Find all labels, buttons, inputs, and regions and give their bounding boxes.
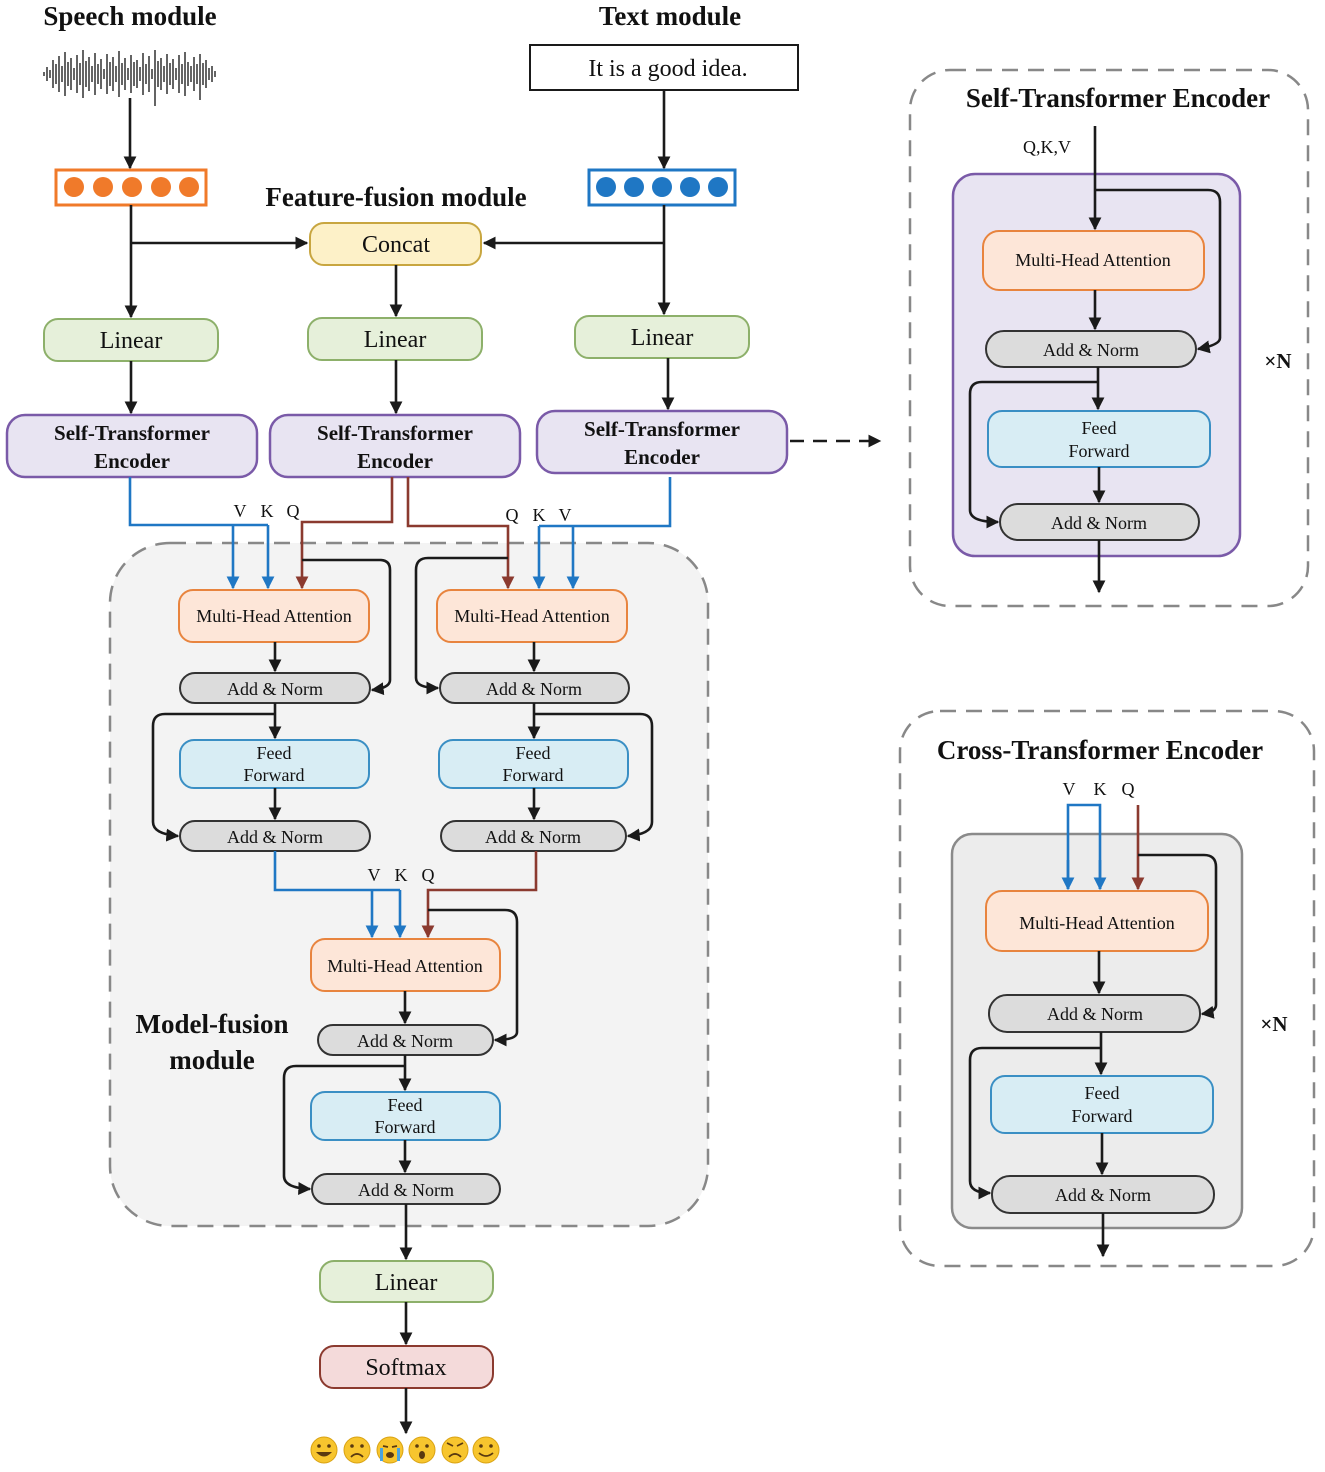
svg-text:Self-Transformer: Self-Transformer bbox=[317, 421, 473, 445]
self-encoder-fusion: Self-Transformer Encoder bbox=[268, 413, 522, 479]
model-fusion-title: Model-fusion bbox=[135, 1009, 288, 1039]
self-encoder-detail-blocks: Multi-Head Attention Add & Norm Feed For… bbox=[982, 230, 1211, 541]
svg-text:Add & Norm: Add & Norm bbox=[227, 827, 323, 847]
svg-text:Linear: Linear bbox=[375, 1270, 438, 1296]
flow-arrows bbox=[123, 90, 1222, 1435]
cross-encoder-final: Multi-Head Attention Add & Norm Feed For… bbox=[310, 938, 501, 1205]
svg-text:Add & Norm: Add & Norm bbox=[357, 1031, 453, 1051]
svg-text:Forward: Forward bbox=[503, 765, 564, 785]
linear-block-speech: Linear bbox=[43, 318, 219, 362]
svg-text:Add & Norm: Add & Norm bbox=[1043, 340, 1139, 360]
svg-text:Encoder: Encoder bbox=[624, 445, 700, 469]
svg-text:Add & Norm: Add & Norm bbox=[227, 679, 323, 699]
svg-text:Forward: Forward bbox=[1069, 441, 1130, 461]
text-feature-vector bbox=[587, 168, 737, 207]
label-v-c: V bbox=[368, 865, 381, 885]
model-fusion-title-2: module bbox=[169, 1045, 255, 1075]
self-encoder-detail-title: Self-Transformer Encoder bbox=[966, 83, 1270, 113]
label-k-b: K bbox=[533, 505, 546, 525]
svg-text:Feed: Feed bbox=[516, 743, 551, 763]
svg-text:Forward: Forward bbox=[244, 765, 305, 785]
svg-text:Forward: Forward bbox=[375, 1117, 436, 1137]
svg-text:Add & Norm: Add & Norm bbox=[1047, 1004, 1143, 1024]
label-k-c: K bbox=[395, 865, 408, 885]
self-encoder-speech: Self-Transformer Encoder bbox=[5, 413, 259, 479]
svg-text:Multi-Head Attention: Multi-Head Attention bbox=[1015, 250, 1170, 270]
svg-text:Feed: Feed bbox=[1085, 1083, 1120, 1103]
svg-text:Self-Transformer: Self-Transformer bbox=[584, 417, 740, 441]
label-q-detail: Q bbox=[1122, 779, 1135, 799]
svg-text:Feed: Feed bbox=[257, 743, 292, 763]
svg-text:Linear: Linear bbox=[100, 328, 163, 354]
speech-module-title: Speech module bbox=[43, 1, 216, 31]
linear-block-output: Linear bbox=[319, 1260, 494, 1303]
label-v-b: V bbox=[559, 505, 572, 525]
concat-label: Concat bbox=[362, 232, 430, 258]
label-q-a: Q bbox=[287, 501, 300, 521]
smiling-face-icon bbox=[472, 1436, 500, 1464]
linear-block-text: Linear bbox=[574, 315, 750, 359]
happy-face-icon bbox=[310, 1436, 338, 1464]
label-q-c: Q bbox=[422, 865, 435, 885]
text-input-box bbox=[529, 44, 799, 91]
label-q-b: Q bbox=[506, 505, 519, 525]
svg-text:Linear: Linear bbox=[631, 325, 694, 351]
label-k-a: K bbox=[261, 501, 274, 521]
svg-text:Multi-Head Attention: Multi-Head Attention bbox=[454, 606, 609, 626]
text-input-sentence: It is a good idea. bbox=[588, 56, 747, 82]
crying-face-icon bbox=[376, 1436, 404, 1464]
svg-text:Multi-Head Attention: Multi-Head Attention bbox=[196, 606, 351, 626]
svg-text:Add & Norm: Add & Norm bbox=[1051, 513, 1147, 533]
emotion-icons bbox=[310, 1436, 500, 1464]
linear-block-fusion: Linear bbox=[307, 317, 483, 361]
self-encoder-text: Self-Transformer Encoder bbox=[535, 409, 789, 475]
svg-text:Self-Transformer: Self-Transformer bbox=[54, 421, 210, 445]
label-qkv-detail: Q,K,V bbox=[1023, 137, 1071, 157]
label-k-detail: K bbox=[1094, 779, 1107, 799]
cross-encoder-detail-title: Cross-Transformer Encoder bbox=[937, 735, 1263, 765]
svg-text:Linear: Linear bbox=[364, 327, 427, 353]
frowning-face-icon bbox=[343, 1436, 371, 1464]
repeat-label-cross: ×N bbox=[1260, 1012, 1287, 1036]
feature-fusion-title: Feature-fusion module bbox=[265, 182, 526, 212]
text-module-title: Text module bbox=[599, 1, 741, 31]
cross-encoder-detail-blocks: Multi-Head Attention Add & Norm Feed For… bbox=[985, 890, 1215, 1214]
cross-encoder-speech-query: Multi-Head Attention Add & Norm Feed For… bbox=[178, 589, 371, 852]
repeat-label-self: ×N bbox=[1264, 349, 1291, 373]
svg-text:Encoder: Encoder bbox=[94, 449, 170, 473]
svg-text:Add & Norm: Add & Norm bbox=[485, 827, 581, 847]
svg-text:Feed: Feed bbox=[388, 1095, 423, 1115]
label-v-detail: V bbox=[1063, 779, 1076, 799]
svg-text:Softmax: Softmax bbox=[365, 1355, 446, 1381]
svg-text:Add & Norm: Add & Norm bbox=[486, 679, 582, 699]
svg-text:Forward: Forward bbox=[1072, 1106, 1133, 1126]
svg-text:Multi-Head Attention: Multi-Head Attention bbox=[1019, 913, 1174, 933]
label-v-a: V bbox=[234, 501, 247, 521]
surprised-face-icon bbox=[408, 1436, 436, 1464]
speech-feature-vector bbox=[54, 168, 208, 207]
svg-text:Feed: Feed bbox=[1082, 418, 1117, 438]
cross-encoder-text-query: Multi-Head Attention Add & Norm Feed For… bbox=[436, 589, 630, 852]
svg-text:Add & Norm: Add & Norm bbox=[1055, 1185, 1151, 1205]
svg-text:Encoder: Encoder bbox=[357, 449, 433, 473]
softmax-block: Softmax bbox=[319, 1345, 494, 1389]
angry-face-icon bbox=[441, 1436, 469, 1464]
speech-waveform-icon bbox=[43, 50, 216, 106]
svg-text:Add & Norm: Add & Norm bbox=[358, 1180, 454, 1200]
svg-text:Multi-Head Attention: Multi-Head Attention bbox=[327, 956, 482, 976]
